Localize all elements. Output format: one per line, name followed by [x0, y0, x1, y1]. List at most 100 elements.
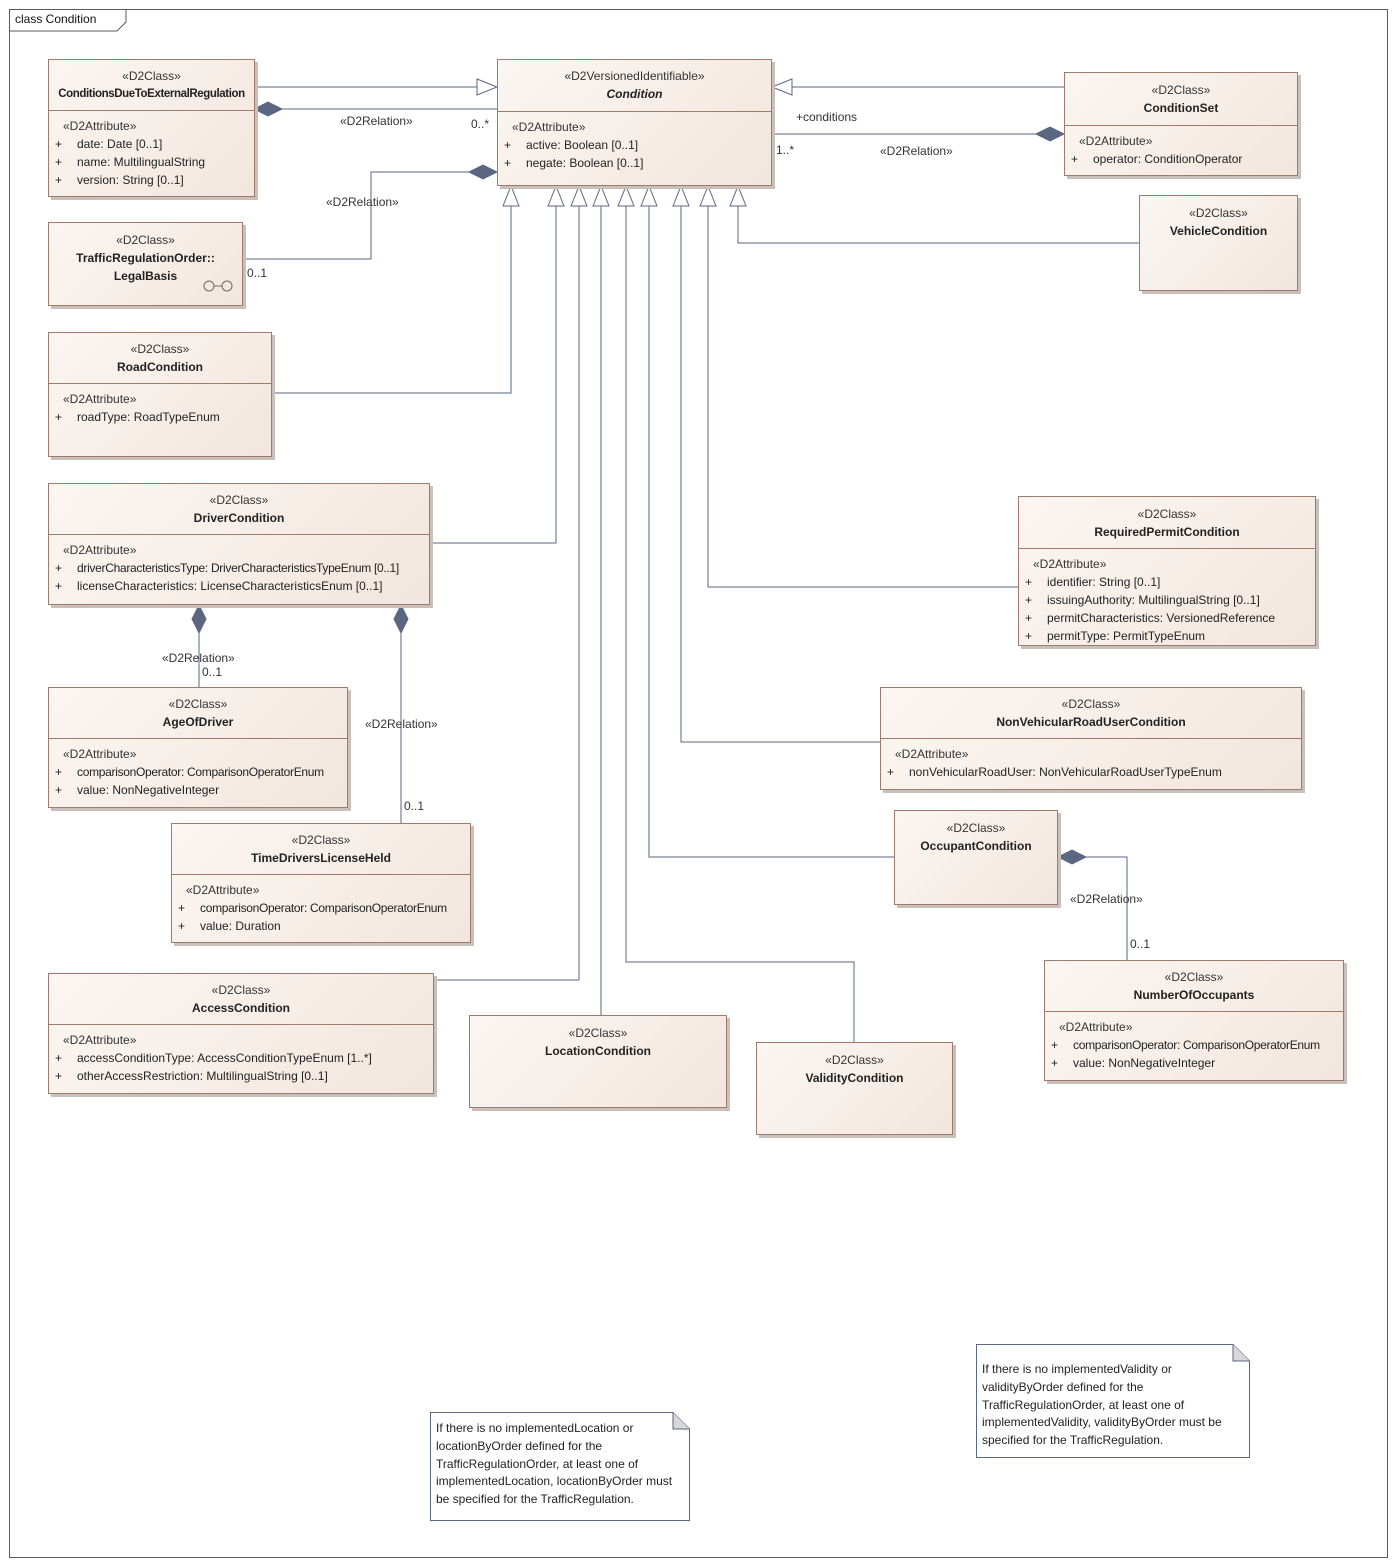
attr-stereotype: «D2Attribute»: [63, 543, 137, 557]
attribute: +date: Date [0..1]: [55, 137, 163, 151]
attr-stereotype: «D2Attribute»: [186, 883, 260, 897]
relation-label-conditionset: «D2Relation»: [880, 144, 953, 158]
attribute: +active: Boolean [0..1]: [504, 138, 639, 152]
gen-cs-arrow: [770, 78, 793, 96]
stereotype: «D2Class»: [825, 1053, 884, 1067]
attribute: +comparisonOperator: ComparisonOperatorE…: [55, 765, 324, 779]
class-road-condition[interactable]: «D2Class» RoadCondition «D2Attribute» +r…: [48, 332, 272, 457]
attr-stereotype: «D2Attribute»: [1059, 1020, 1133, 1034]
multiplicity-cder: 0..*: [471, 117, 490, 131]
attr-stereotype: «D2Attribute»: [1079, 134, 1153, 148]
gen-occupant-line: [648, 206, 894, 858]
attribute: +operator: ConditionOperator: [1071, 152, 1243, 166]
stereotype: «D2Class»: [211, 983, 271, 997]
relation-label-legalbasis: «D2Relation»: [326, 195, 399, 209]
stereotype: «D2Class»: [1151, 83, 1211, 97]
class-name: NonVehicularRoadUserCondition: [996, 715, 1186, 729]
class-legal-basis[interactable]: «D2Class» TrafficRegulationOrder:: Legal…: [48, 222, 243, 306]
gen-vehicle-arrow: [729, 184, 747, 207]
class-occupant-condition[interactable]: «D2Class» OccupantCondition: [894, 810, 1058, 905]
gen-nonveh-line: [680, 206, 880, 743]
gen-road-line: [272, 206, 512, 394]
relation-label-age: «D2Relation»: [162, 651, 235, 665]
attr-stereotype: «D2Attribute»: [1033, 557, 1107, 571]
class-time-drivers-license-held[interactable]: «D2Class» TimeDriversLicenseHeld «D2Attr…: [171, 823, 471, 943]
attribute: +accessConditionType: AccessConditionTyp…: [55, 1051, 372, 1065]
role-conditions: +conditions: [796, 110, 858, 124]
multiplicity-timelicense: 0..1: [404, 799, 425, 813]
class-condition[interactable]: «D2VersionedIdentifiable» Condition «D2A…: [497, 59, 772, 186]
class-name: Condition: [606, 87, 663, 101]
relation-label-numoccupants: «D2Relation»: [1070, 892, 1143, 906]
attr-stereotype: «D2Attribute»: [895, 747, 969, 761]
class-conditions-due-to-external-regulation[interactable]: «D2Class» ConditionsDueToExternalRegulat…: [48, 59, 255, 197]
class-location-condition[interactable]: «D2Class» LocationCondition: [469, 1015, 727, 1108]
relation-label-timelicense: «D2Relation»: [365, 717, 438, 731]
compartment-divider: [172, 874, 470, 875]
class-required-permit-condition[interactable]: «D2Class» RequiredPermitCondition «D2Att…: [1018, 496, 1316, 646]
comp-cder-diamond: [252, 101, 284, 117]
class-name: LocationCondition: [545, 1044, 651, 1058]
stereotype: «D2Class»: [1164, 970, 1224, 984]
compartment-divider: [881, 738, 1301, 739]
diagram-frame: [9, 9, 1388, 1558]
gen-road-arrow: [502, 184, 520, 207]
note-line: TrafficRegulationOrder, at least one of: [982, 1397, 1185, 1412]
class-name: RoadCondition: [117, 360, 203, 374]
gen-permit-line: [707, 206, 1018, 588]
multiplicity-conditionset: 1..*: [776, 143, 795, 157]
attribute: +version: String [0..1]: [55, 173, 184, 187]
compartment-divider: [49, 383, 271, 384]
compartment-divider: [1065, 125, 1297, 126]
class-access-condition[interactable]: «D2Class» AccessCondition «D2Attribute» …: [48, 973, 434, 1094]
attribute: +name: MultilingualString: [55, 155, 206, 169]
attr-stereotype: «D2Attribute»: [63, 1033, 137, 1047]
comp-legal-line: [242, 171, 469, 260]
attribute: +identifier: String [0..1]: [1025, 575, 1161, 589]
comp-numocc-diamond: [1056, 849, 1088, 865]
gen-driver-line: [430, 206, 557, 544]
class-name: NumberOfOccupants: [1133, 988, 1255, 1002]
attribute: +licenseCharacteristics: LicenseCharacte…: [55, 579, 383, 593]
class-name: VehicleCondition: [1169, 224, 1268, 238]
class-name: TimeDriversLicenseHeld: [251, 851, 391, 865]
gen-occupant-arrow: [640, 184, 658, 207]
class-driver-condition[interactable]: «D2Class» DriverCondition «D2Attribute» …: [48, 483, 430, 605]
class-name: ConditionsDueToExternalRegulation: [58, 88, 245, 100]
compartment-divider: [49, 1024, 433, 1025]
attribute: +permitCharacteristics: VersionedReferen…: [1025, 611, 1276, 625]
class-number-of-occupants[interactable]: «D2Class» NumberOfOccupants «D2Attribute…: [1044, 960, 1344, 1081]
note-location: If there is no implementedLocation or lo…: [430, 1412, 690, 1521]
attr-stereotype: «D2Attribute»: [512, 120, 586, 134]
note-line: If there is no implementedValidity or: [982, 1362, 1172, 1376]
gen-permit-arrow: [699, 184, 717, 207]
class-vehicle-condition[interactable]: «D2Class» VehicleCondition: [1139, 195, 1298, 291]
class-validity-condition[interactable]: «D2Class» ValidityCondition: [756, 1042, 953, 1135]
attribute: +comparisonOperator: ComparisonOperatorE…: [1051, 1038, 1320, 1052]
compartment-divider: [1019, 548, 1315, 549]
attribute: +value: Duration: [178, 919, 281, 933]
compartment-divider: [498, 111, 771, 112]
attribute: +driverCharacteristicsType: DriverCharac…: [55, 561, 399, 575]
compartment-divider: [1045, 1011, 1343, 1012]
note-line: be specified for the TrafficRegulation.: [436, 1492, 634, 1507]
stereotype: «D2Class»: [1137, 507, 1197, 521]
stereotype: «D2VersionedIdentifiable»: [564, 69, 705, 83]
stereotype: «D2Class»: [946, 821, 1006, 835]
attr-stereotype: «D2Attribute»: [63, 119, 137, 133]
class-age-of-driver[interactable]: «D2Class» AgeOfDriver «D2Attribute» +com…: [48, 687, 348, 808]
comp-cs-diamond: [1034, 126, 1066, 142]
class-non-vehicular-road-user-condition[interactable]: «D2Class» NonVehicularRoadUserCondition …: [880, 687, 1302, 790]
note-outline: [430, 1412, 690, 1521]
class-condition-set[interactable]: «D2Class» ConditionSet «D2Attribute» +op…: [1064, 72, 1298, 176]
class-name-line1: TrafficRegulationOrder::: [76, 251, 215, 265]
gen-location-arrow: [592, 184, 610, 207]
comp-numocc-line: [1086, 856, 1128, 960]
attribute: +otherAccessRestriction: MultilingualStr…: [55, 1069, 328, 1083]
attribute: +nonVehicularRoadUser: NonVehicularRoadU…: [887, 765, 1222, 779]
comp-timelic-diamond: [393, 603, 409, 635]
note-validity: If there is no implementedValidity or va…: [976, 1344, 1250, 1458]
note-line: implementedLocation, locationByOrder mus…: [436, 1474, 673, 1489]
stereotype: «D2Class»: [291, 833, 351, 847]
attribute: +permitType: PermitTypeEnum: [1025, 629, 1206, 643]
